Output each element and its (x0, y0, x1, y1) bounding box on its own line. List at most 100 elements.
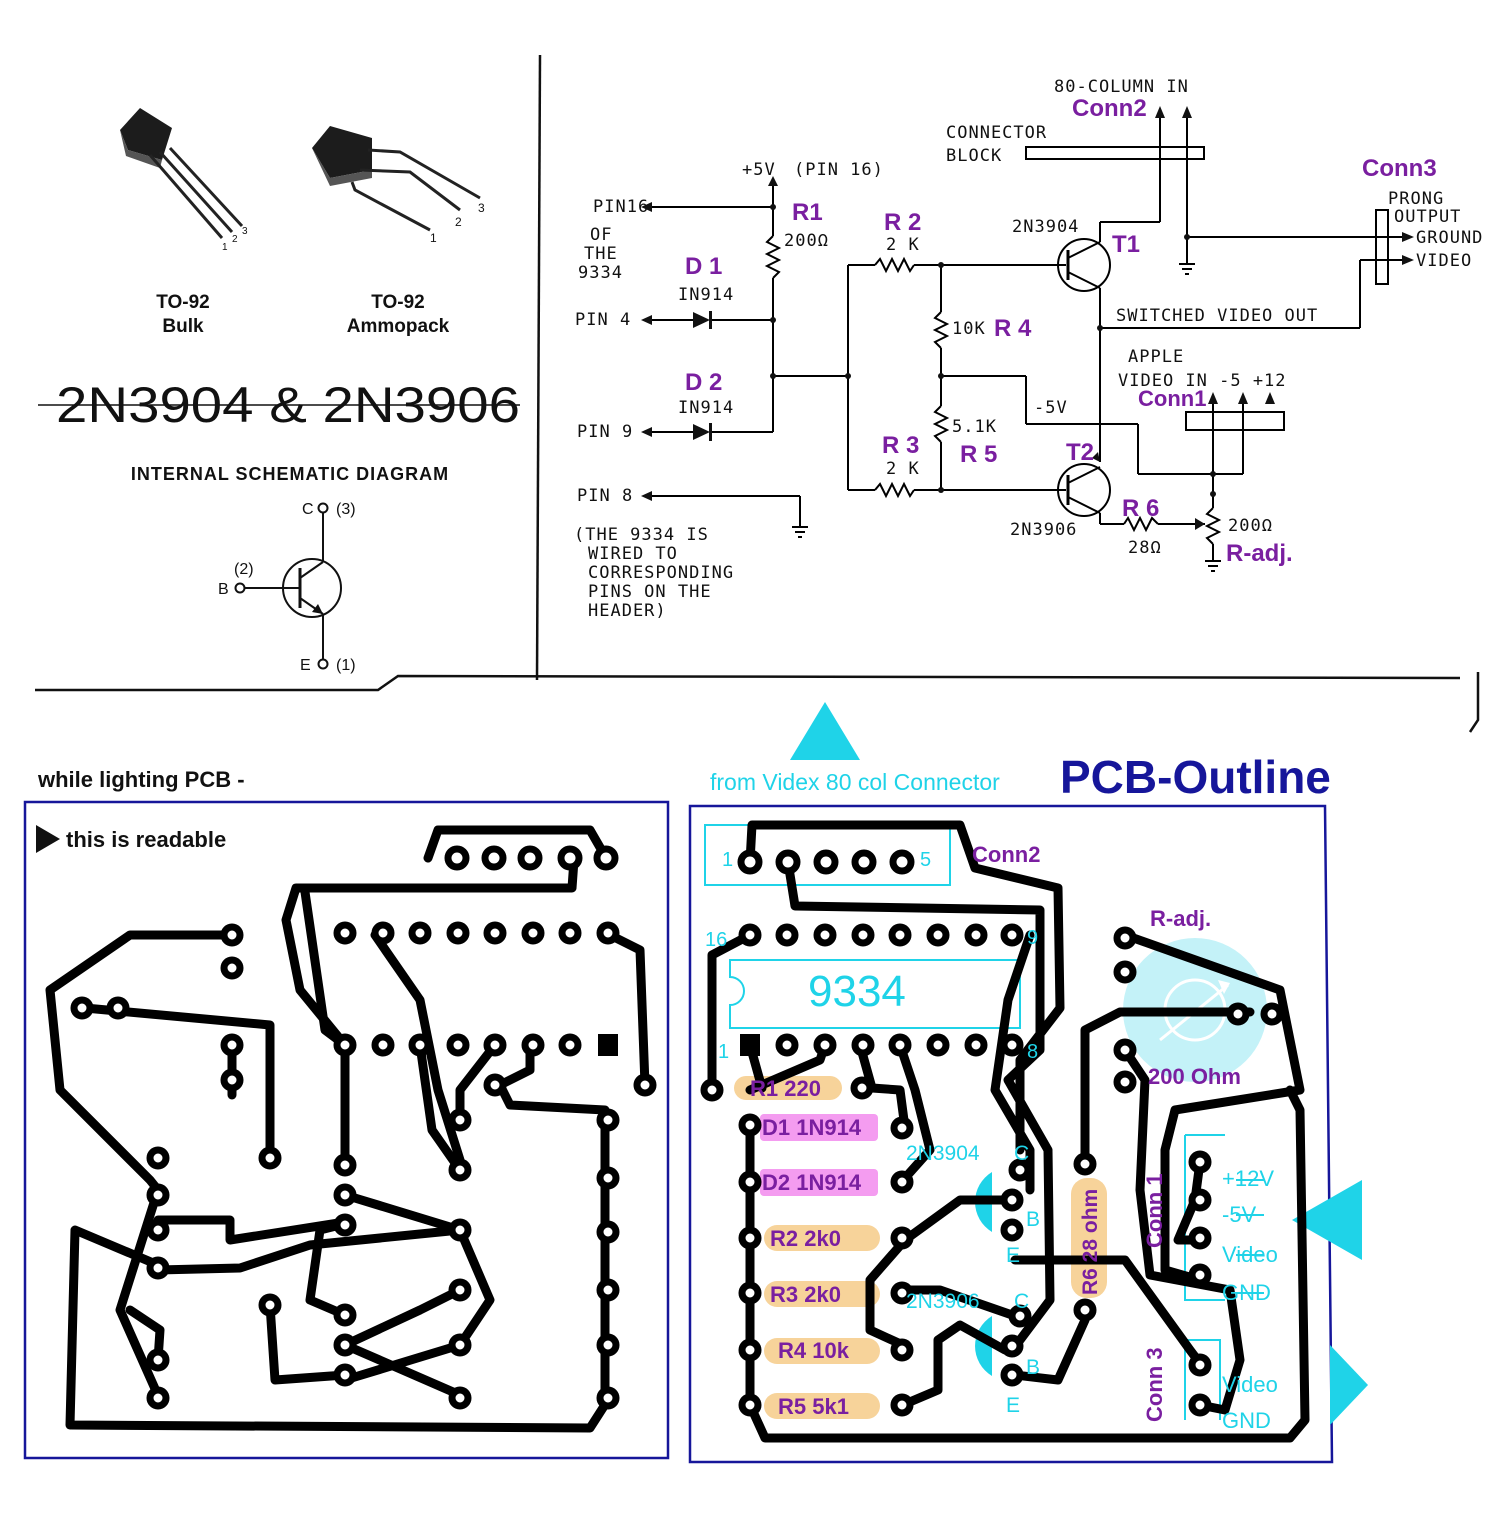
r2-label: R 2 (884, 209, 921, 236)
schematic-arrows (641, 106, 1414, 530)
ammo-subtitle: Ammopack (347, 316, 450, 337)
9334-label: 9334 (578, 263, 623, 283)
d1-component: D1 1N914 (762, 1115, 862, 1140)
pcb-conn1-label: Conn 1 (1142, 1173, 1167, 1248)
bulk-pin-3: 3 (242, 226, 248, 237)
video-in-label: VIDEO IN -5 +12 (1118, 371, 1287, 391)
t2-type: 2N3906 (1010, 520, 1077, 540)
r5-label: R 5 (960, 441, 997, 468)
r1-component: R1 220 (750, 1076, 821, 1101)
internal-schematic-title: INTERNAL SCHEMATIC DIAGRAM (131, 464, 449, 484)
pin8-label: PIN 8 (577, 486, 633, 506)
trimmer-arrow-head (1218, 980, 1230, 994)
ammo-pin-1: 1 (430, 231, 437, 245)
t2-component-type: 2N3906 (906, 1290, 980, 1313)
r5-component: R5 5k1 (778, 1394, 849, 1419)
conn2-label: Conn2 (1072, 95, 1147, 122)
conn3-pin-gnd: GND (1222, 1408, 1271, 1433)
pin16-label: PIN16 (593, 197, 649, 217)
the-label: THE (584, 244, 618, 264)
collector-pin-number: (3) (336, 501, 356, 518)
pin9-label: PIN 9 (577, 422, 633, 442)
right-pcb-pads (700, 849, 1284, 1417)
d2-type: IN914 (678, 398, 734, 418)
conn1-pin-5v: -5V (1222, 1202, 1257, 1227)
npn-transistor-symbol (234, 502, 342, 670)
conn1-pin-gnd: GND (1222, 1280, 1271, 1305)
r1-value: 200Ω (784, 231, 829, 251)
divider-corner (1468, 672, 1480, 733)
d2-label: D 2 (685, 369, 722, 396)
right-pcb-frame (688, 804, 1334, 1464)
conn3-pin-video: Video (1222, 1372, 1278, 1397)
ic-pin8: 8 (1027, 1041, 1038, 1063)
ammo-pin-2: 2 (455, 215, 462, 229)
left-pcb-frame (23, 800, 670, 1460)
output-label: OUTPUT (1394, 207, 1461, 227)
ic-pin16: 16 (705, 929, 727, 951)
ground-symbols (792, 263, 1221, 572)
r1-label: R1 (792, 199, 823, 226)
pin16-note: (PIN 16) (794, 160, 884, 180)
t1-type: 2N3904 (1012, 217, 1079, 237)
of-label: OF (590, 225, 612, 245)
conn2-pin1: 1 (722, 849, 733, 871)
switched-video-out: SWITCHED VIDEO OUT (1116, 306, 1318, 326)
conn3-arrow-icon (1330, 1345, 1368, 1425)
r4-label: R 4 (994, 315, 1032, 342)
80-column-in-label: 80-COLUMN IN (1054, 77, 1189, 97)
t2-b-label: B (1026, 1356, 1040, 1379)
t1-c-label: C (1014, 1142, 1029, 1165)
ammo-pin-3: 3 (478, 201, 485, 215)
note-line-3: CORRESPONDING (588, 563, 734, 583)
t1-e-label: E (1006, 1244, 1020, 1267)
note-line-5: HEADER) (588, 601, 667, 621)
note-line-4: PINS ON THE (588, 582, 712, 602)
note-line-1: (THE 9334 IS (574, 525, 709, 545)
conn1-pin-video: Video (1222, 1242, 1278, 1267)
block-label: BLOCK (946, 146, 1002, 166)
from-connector-label: from Videx 80 col Connector (710, 769, 1000, 795)
r5-value: 5.1K (952, 417, 997, 437)
t2-label: T2 (1066, 439, 1094, 466)
conn1-pin-12v: +12V (1222, 1166, 1274, 1191)
conn2-pin5: 5 (920, 849, 931, 871)
bulk-pin-1: 1 (222, 242, 228, 253)
ammo-title: TO-92 (371, 292, 425, 313)
conn1-arrow-icon (1292, 1180, 1362, 1260)
d2-component: D2 1N914 (762, 1170, 862, 1195)
r2-component: R2 2k0 (770, 1226, 841, 1251)
base-label: B (218, 581, 229, 598)
r2-value: 2 K (886, 235, 920, 255)
pcb-conn2-label: Conn2 (972, 842, 1040, 867)
readable-subtitle: this is readable (66, 827, 226, 852)
left-pcb-pads (70, 845, 657, 1410)
emitter-pin-number: (1) (336, 657, 356, 674)
emitter-label: E (300, 657, 311, 674)
bulk-subtitle: Bulk (162, 316, 204, 337)
r6-label: R 6 (1122, 495, 1159, 522)
apple-label: APPLE (1128, 347, 1184, 367)
pin4-label: PIN 4 (575, 310, 631, 330)
bulk-title: TO-92 (156, 292, 210, 313)
connector-label: CONNECTOR (946, 123, 1047, 143)
conn3-label: Conn3 (1362, 155, 1437, 182)
r4-value: 10K (952, 319, 986, 339)
r3-component: R3 2k0 (770, 1282, 841, 1307)
lighting-title: while lighting PCB - (37, 767, 245, 792)
ic-label: 9334 (808, 967, 906, 1016)
minus5v-label: -5V (1034, 398, 1068, 418)
base-pin-number: (2) (234, 561, 254, 578)
vertical-divider (535, 54, 542, 681)
plus5v-label: +5V (742, 160, 776, 180)
pcb-outline-title: PCB-Outline (1060, 751, 1331, 803)
up-arrow-icon (790, 702, 860, 760)
r3-value: 2 K (886, 459, 920, 479)
pcb-radj-value: 200 Ohm (1148, 1064, 1241, 1089)
to92-bulk-package (120, 108, 244, 239)
bulk-pin-2: 2 (232, 234, 238, 245)
prong-label: PRONG (1388, 189, 1444, 209)
t1-label: T1 (1112, 231, 1140, 258)
r3-label: R 3 (882, 432, 919, 459)
